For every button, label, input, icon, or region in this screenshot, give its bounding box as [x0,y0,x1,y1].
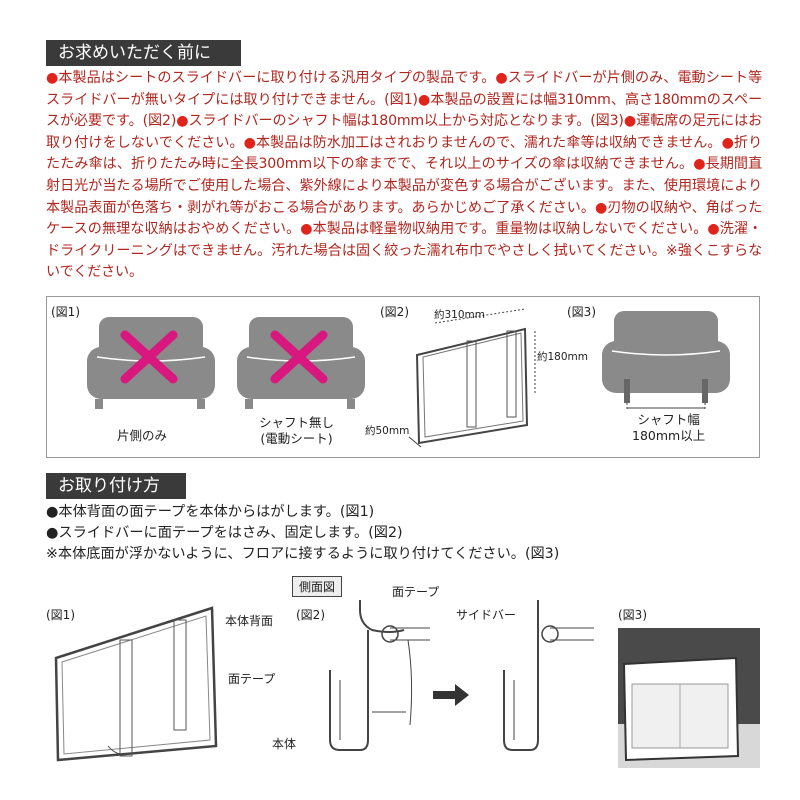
body-label: 本体 [272,737,297,751]
figure-box-requirements: (図1) 片側のみ シャフト無し (電動シート) (図2) [46,296,760,458]
fig2-label: (図2) [380,305,409,319]
seat-one-side-illustration [87,317,215,409]
caution-bullet-icon: ● [176,113,189,130]
step-2: ●スライドバーに面テープをはさみ、固定します。(図2) [46,525,403,541]
seat-no-shaft-illustration [237,317,365,409]
fig2-depth-label: 約50mm [365,425,410,437]
fig2-tape-label: 面テープ [392,585,440,599]
bottom-fig1-label: (図1) [46,608,75,622]
caution-item: スライドバーが片側のみ、電動シート等スライドバーが無いタイプには取り付けできませ… [46,70,763,108]
caution-bullet-icon: ● [495,70,508,86]
caution-bullet-icon: ● [595,199,608,216]
bottom-fig2-label: (図2) [296,608,325,622]
caution-item: 本製品の設置には幅310mm、高さ180mmのスペースが必要です。(図2) [46,91,762,130]
cross-mark-icon [270,330,328,384]
caution-bullet-icon: ● [623,113,637,130]
caution-item: 本製品はシートのスライドバーに取り付ける汎用タイプの製品です。 [58,70,496,86]
fig1-right-caption: シャフト無し (電動シート) [259,415,335,446]
section-header-installation: お取り付け方法 [46,473,186,522]
fig2-height-label: 約180mm [537,351,588,363]
caution-bullet-icon: ● [417,91,431,108]
caution-item: 本製品は防水加工はされおりませんので、濡れた傘等は収納できません。 [256,134,722,151]
bottom-fig3-label: (図3) [618,608,647,622]
section-header-before-purchase: お求めいただく前に [46,40,241,66]
fig1-left-caption: 片側のみ [117,428,168,443]
caution-item: 洗濯・ドライクリーニングはできません。汚れた場合は固く絞った濡れ布巾でやさしく拭… [46,221,762,281]
step-1: ●本体背面の面テープを本体からはがします。(図1) [46,504,375,520]
caution-bullet-icon: ● [721,134,735,151]
seat-shaft-width-illustration [602,311,730,411]
installation-steps: ●本体背面の面テープを本体からはがします。(図1) ●スライドバーに面テープをは… [46,502,559,565]
tape-label: 面テープ [228,672,276,686]
side-view-before-drawing [329,600,430,751]
back-label: 本体背面 [225,614,274,628]
caution-item: 本製品は軽量物収納用です。重量物は収納しないでください。 [312,221,708,238]
slidebar-label: サイドバー [456,608,517,622]
caution-item: 長期間直射日光が当たる場所でご使用した場合、紫外線により本製品が変色する場合がご… [46,156,762,216]
side-view-label: 側面図 [292,576,343,597]
caution-bullet-icon: ● [46,70,59,86]
side-view-after-drawing [503,600,594,751]
installed-organizer-photo-drawing [618,628,760,768]
caution-item: 運転席の足元にはお取り付けをしないでください。 [46,113,763,151]
caution-item: 刃物の収納や、角ばったケースの無理な収納はおやめください。 [46,199,762,238]
caution-paragraph: ●本製品はシートのスライドバーに取り付ける汎用タイプの製品です。●スライドバーが… [46,68,762,284]
caution-bullet-icon: ● [693,156,706,173]
step-3: ※本体底面が浮かないように、フロアに接するように取り付けてください。(図3) [46,546,560,562]
caution-item: 折りたたみ傘は、折りたたみ時に全長300mm以下の傘までで、それ以上のサイズの傘… [46,134,762,173]
organizer-back-drawing [54,606,218,762]
fig1-label: (図1) [51,305,80,319]
fig3-label: (図3) [567,305,596,319]
cross-mark-icon [120,330,178,384]
arrow-right-icon [433,684,469,706]
caution-bullet-icon: ● [300,221,313,238]
caution-item: スライドバーのシャフト幅は180mm以上から対応となります。(図3) [188,113,624,130]
organizer-dimension-drawing [408,308,536,448]
caution-bullet-icon: ● [707,221,720,238]
caution-bullet-icon: ● [243,134,257,151]
fig3-caption: シャフト幅 180mm以上 [632,412,706,443]
fig2-width-label: 約310mm [434,309,485,321]
